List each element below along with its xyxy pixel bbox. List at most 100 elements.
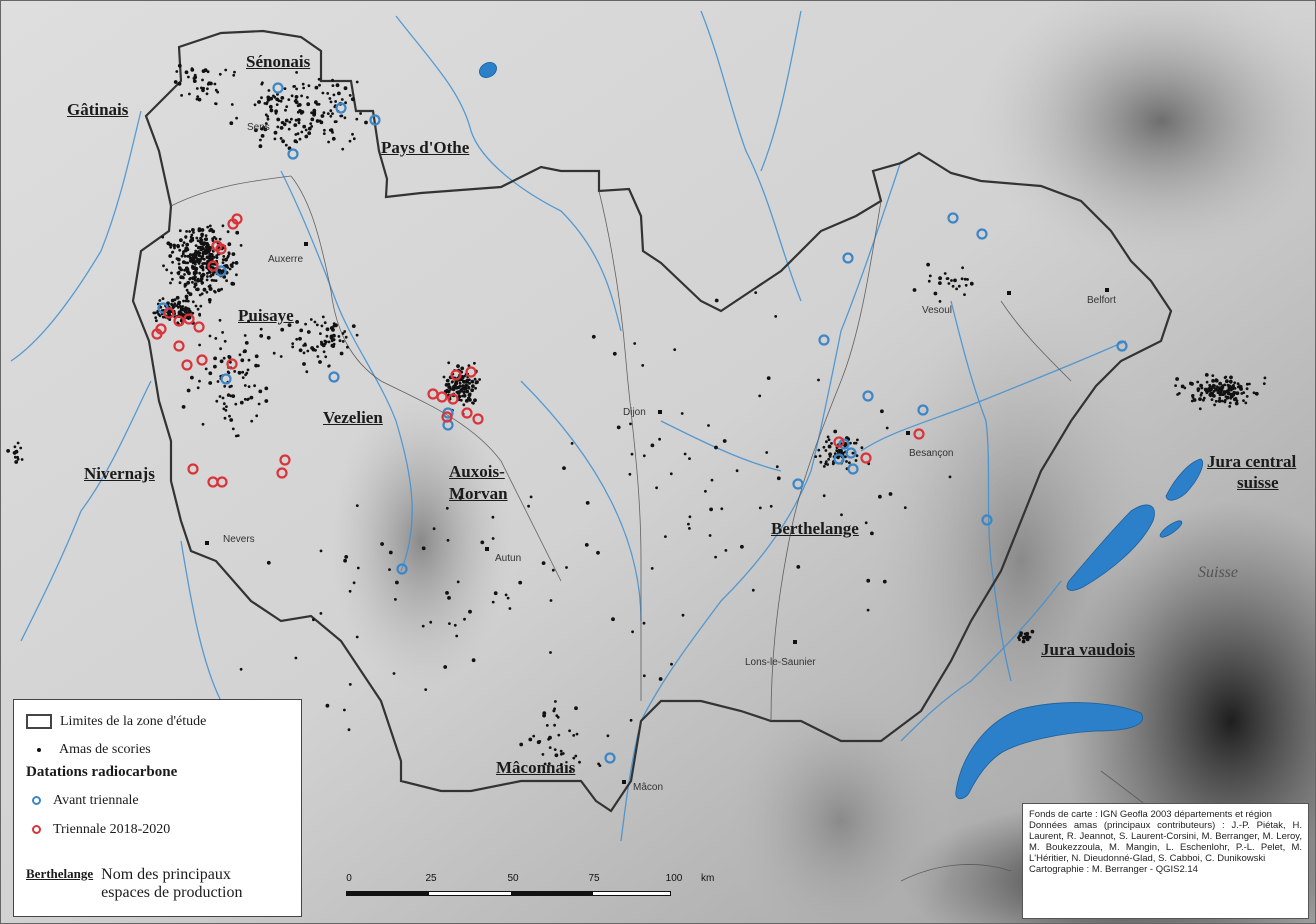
slag-heap-dot	[827, 438, 831, 442]
dating-triennial[interactable]	[461, 407, 473, 419]
dating-triennial[interactable]	[181, 359, 193, 371]
slag-heap-dot	[541, 561, 546, 565]
dating-triennial[interactable]	[226, 358, 238, 370]
slag-heap-dot	[260, 96, 263, 100]
slag-heap-dot	[276, 117, 281, 122]
dating-before-triennial[interactable]	[976, 228, 988, 240]
dating-before-triennial[interactable]	[947, 212, 959, 224]
dating-before-triennial[interactable]	[833, 453, 845, 465]
dating-triennial[interactable]	[187, 463, 199, 475]
dating-before-triennial[interactable]	[917, 404, 929, 416]
slag-heap-dot	[933, 291, 938, 296]
slag-heap-dot	[471, 401, 474, 405]
slag-heap-dot	[230, 265, 234, 268]
slag-heap-dot	[224, 257, 228, 262]
slag-heap-dot	[194, 304, 198, 308]
slag-heap-dot	[162, 264, 165, 268]
dating-before-triennial[interactable]	[396, 563, 408, 575]
dating-before-triennial[interactable]	[981, 514, 993, 526]
dating-triennial[interactable]	[279, 454, 291, 466]
dating-triennial[interactable]	[193, 321, 205, 333]
slag-heap-dot	[276, 125, 280, 129]
dating-before-triennial[interactable]	[328, 371, 340, 383]
slag-heap-dot	[352, 137, 356, 141]
slag-heap-dot	[724, 549, 728, 552]
dating-triennial[interactable]	[215, 243, 227, 255]
slag-heap-dot	[166, 242, 170, 245]
slag-heap-dot	[1239, 387, 1243, 391]
dating-triennial[interactable]	[207, 260, 219, 272]
dating-triennial[interactable]	[436, 391, 448, 403]
dating-triennial[interactable]	[465, 366, 477, 378]
slag-heap-dot	[450, 380, 454, 384]
dating-before-triennial[interactable]	[845, 447, 857, 459]
dating-before-triennial[interactable]	[272, 82, 284, 94]
slag-heap-dot	[831, 462, 835, 466]
dating-triennial[interactable]	[183, 313, 195, 325]
dating-triennial[interactable]	[196, 354, 208, 366]
dating-triennial[interactable]	[163, 307, 175, 319]
slag-heap-dot	[293, 85, 296, 88]
legend-boundary: Limites de la zone d'étude	[26, 714, 206, 730]
dating-before-triennial[interactable]	[287, 148, 299, 160]
slag-heap-dot	[263, 127, 268, 132]
slag-heap-dot	[688, 457, 691, 460]
radiocarbon-datings[interactable]	[151, 82, 1128, 764]
slag-heap-dot	[541, 753, 545, 756]
dating-before-triennial[interactable]	[215, 265, 227, 277]
slag-heap-dot	[473, 377, 477, 381]
slag-heap-dot	[168, 318, 172, 321]
slag-heap-dot	[1223, 400, 1227, 404]
dating-triennial[interactable]	[151, 328, 163, 340]
dating-before-triennial[interactable]	[369, 114, 381, 126]
dating-before-triennial[interactable]	[847, 463, 859, 475]
dating-triennial[interactable]	[450, 369, 462, 381]
slag-heap-dot	[259, 138, 262, 142]
dating-triennial[interactable]	[447, 393, 459, 405]
dating-before-triennial[interactable]	[1116, 340, 1128, 352]
slag-heap-dot	[188, 255, 192, 259]
dating-triennial[interactable]	[173, 315, 185, 327]
slag-heap-dot	[158, 299, 162, 302]
slag-heap-dot	[835, 449, 839, 452]
slag-heap-dot	[350, 97, 355, 102]
dating-before-triennial[interactable]	[862, 390, 874, 402]
slag-heap-dot	[532, 734, 536, 738]
slag-heap-dot	[309, 122, 313, 125]
slag-heap-dot	[775, 465, 779, 469]
dating-before-triennial[interactable]	[604, 752, 616, 764]
dating-before-triennial[interactable]	[220, 373, 232, 385]
dating-before-triennial[interactable]	[335, 102, 347, 114]
slag-heap-dot	[817, 378, 820, 382]
slag-heap-dot	[669, 472, 673, 476]
slag-heap-dot	[650, 443, 655, 448]
dating-before-triennial[interactable]	[792, 478, 804, 490]
slag-heap-dot	[221, 258, 225, 261]
scale-bar: 0 25 50 75 100 km	[346, 873, 714, 897]
dating-before-triennial[interactable]	[842, 252, 854, 264]
slag-heap-dot	[323, 321, 327, 325]
slag-heap-dot	[255, 414, 259, 418]
slag-heap-dot	[178, 229, 182, 233]
dating-before-triennial[interactable]	[818, 334, 830, 346]
slag-heap-dot	[325, 334, 329, 338]
study-zone-boundary[interactable]	[131, 29, 1173, 813]
legend-triennial-swatch	[32, 825, 41, 835]
slag-heap-dot	[250, 419, 254, 423]
dating-triennial[interactable]	[216, 476, 228, 488]
region-label-maconnais: Mâconnais	[496, 758, 576, 777]
dating-triennial[interactable]	[913, 428, 925, 440]
slag-heap-dot	[224, 68, 228, 72]
dating-triennial[interactable]	[276, 467, 288, 479]
dating-triennial[interactable]	[860, 452, 872, 464]
slag-heap-dot	[191, 280, 194, 284]
slag-heap-dot	[195, 256, 198, 259]
dating-triennial[interactable]	[173, 340, 185, 352]
dating-triennial[interactable]	[441, 411, 453, 423]
dating-triennial[interactable]	[472, 413, 484, 425]
dating-triennial[interactable]	[833, 436, 845, 448]
slag-heap-dot	[325, 340, 328, 344]
dating-triennial[interactable]	[227, 218, 239, 230]
slag-heap-dot	[688, 527, 691, 530]
